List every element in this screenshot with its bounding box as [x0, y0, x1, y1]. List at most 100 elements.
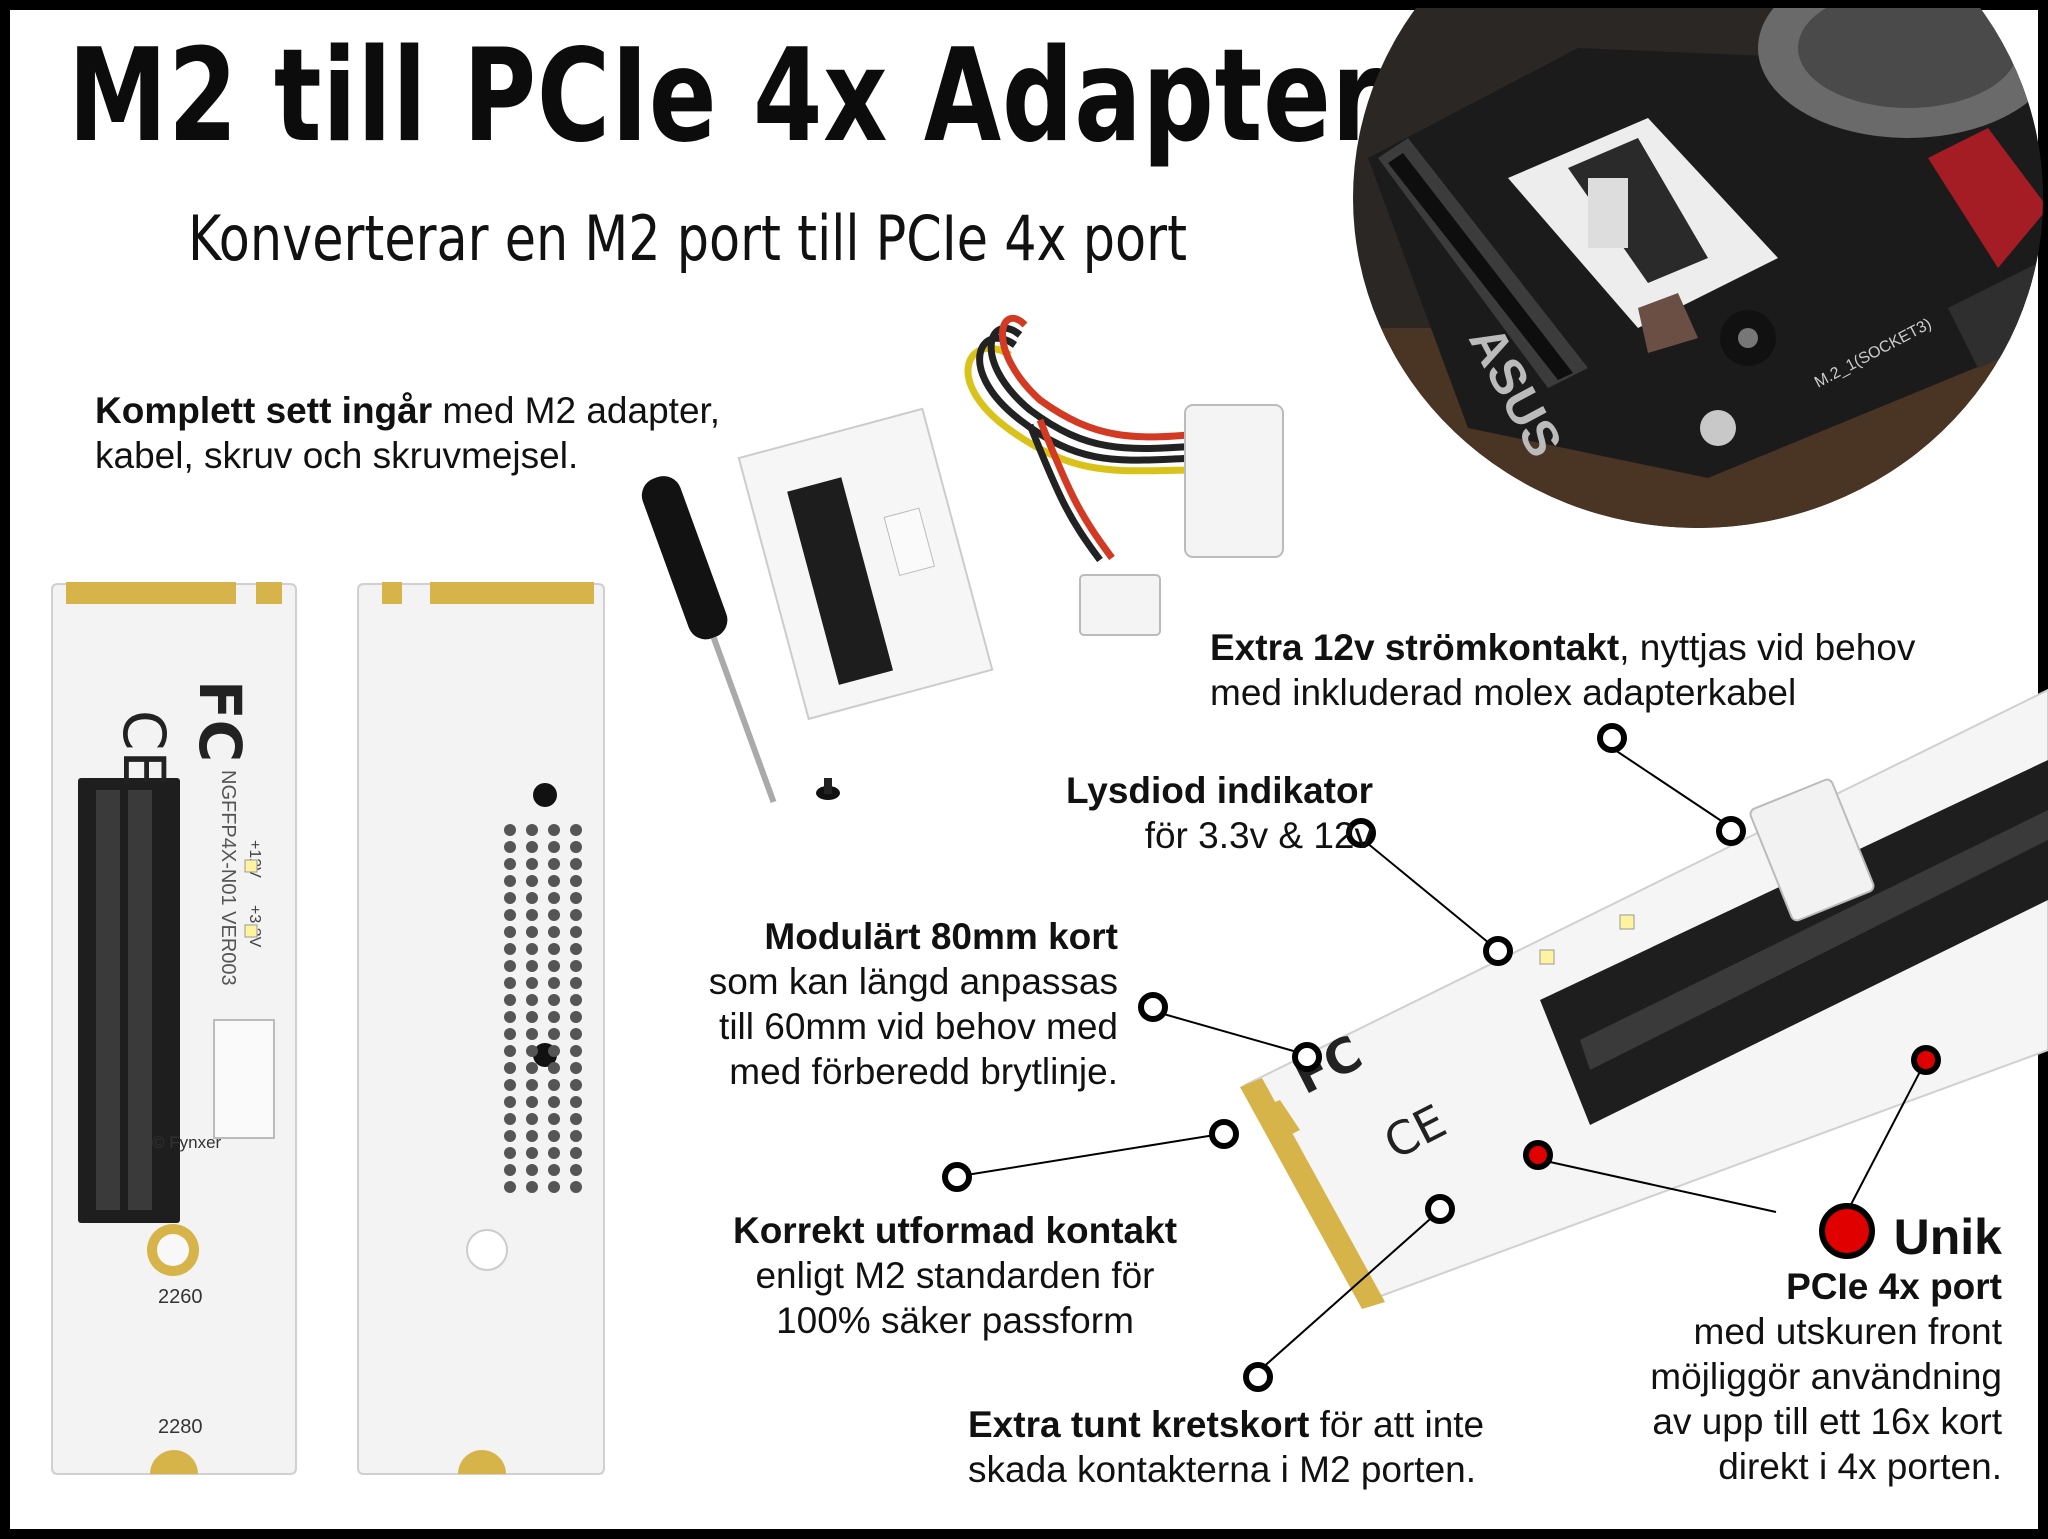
- label-2260: 2260: [158, 1286, 203, 1308]
- via-dot: [504, 1113, 516, 1125]
- callout-power-rest: , nyttjas vid behov: [1619, 627, 1916, 668]
- via-dot: [570, 892, 582, 904]
- via-dot: [526, 1045, 538, 1057]
- via-dot: [570, 1011, 582, 1023]
- via-dot: [526, 1028, 538, 1040]
- via-dot: [548, 909, 560, 921]
- callout-unique-bold: PCIe 4x port: [1786, 1266, 2002, 1307]
- via-dot: [526, 1181, 538, 1193]
- via-dot: [570, 1181, 582, 1193]
- via-dot: [548, 1028, 560, 1040]
- leader-lines: [959, 747, 1926, 1371]
- callout-thin-rest: för att inte: [1309, 1404, 1485, 1445]
- callout-unique-line4: av upp till ett 16x kort: [1652, 1401, 2002, 1442]
- via-dot: [526, 892, 538, 904]
- copyright: © Fynxer: [152, 1133, 222, 1152]
- callout-modular-line2: som kan längd anpassas: [708, 961, 1118, 1002]
- via-dot: [548, 824, 560, 836]
- via-dot: [504, 1062, 516, 1074]
- callout-thin: Extra tunt kretskort för att inte skada …: [968, 1402, 1484, 1492]
- via-dot: [570, 994, 582, 1006]
- callout-contact-bold: Korrekt utformad kontakt: [732, 1210, 1178, 1251]
- callout-kit: Komplett sett ingår med M2 adapter, kabe…: [95, 388, 720, 478]
- screwdriver: [641, 476, 777, 804]
- callout-contact-line2: enligt M2 standarden för: [755, 1255, 1155, 1296]
- label-2280: 2280: [158, 1416, 203, 1438]
- via-dot: [570, 1113, 582, 1125]
- kit-items: [641, 315, 1284, 804]
- callout-power-line2: med inkluderad molex adapterkabel: [1210, 672, 1797, 713]
- via-dot: [526, 909, 538, 921]
- callout-unique-head: Unik: [1893, 1209, 2002, 1265]
- via-dot: [548, 875, 560, 887]
- via-dot: [504, 892, 516, 904]
- callout-kit-line2: kabel, skruv och skruvmejsel.: [95, 435, 579, 476]
- via-dot: [548, 994, 560, 1006]
- via-dot: [526, 994, 538, 1006]
- via-dot: [570, 1045, 582, 1057]
- via-dot: [548, 1181, 560, 1193]
- via-dot: [526, 1164, 538, 1176]
- via-dot: [570, 943, 582, 955]
- markers: [942, 723, 1941, 1392]
- via-dot: [548, 892, 560, 904]
- callout-led-bold: Lysdiod indikator: [1066, 770, 1373, 811]
- via-dot: [570, 1079, 582, 1091]
- via-dot: [570, 909, 582, 921]
- callout-unique-line3: möjliggör användning: [1650, 1356, 2002, 1397]
- via-dot: [570, 841, 582, 853]
- via-dot: [548, 841, 560, 853]
- via-dot: [504, 960, 516, 972]
- via-dot: [504, 1147, 516, 1159]
- svg-text:FC: FC: [186, 680, 254, 762]
- via-dot: [504, 926, 516, 938]
- via-dot: [548, 1045, 560, 1057]
- callout-thin-line2: skada kontakterna i M2 porten.: [968, 1449, 1477, 1490]
- via-dot: [504, 1028, 516, 1040]
- callout-kit-bold: Komplett sett ingår: [95, 390, 433, 431]
- molex-plug: [1184, 404, 1284, 558]
- callout-contact-line3: 100% säker passform: [776, 1300, 1134, 1341]
- via-dot: [504, 1011, 516, 1023]
- via-dot: [548, 1113, 560, 1125]
- via-dot: [504, 994, 516, 1006]
- adapter-card: [737, 407, 994, 721]
- via-dot: [526, 1113, 538, 1125]
- svg-text:CE: CE: [110, 710, 178, 787]
- callout-modular-line3: till 60mm vid behov med: [719, 1006, 1118, 1047]
- callout-modular-bold: Modulärt 80mm kort: [764, 916, 1118, 957]
- via-dot: [526, 858, 538, 870]
- via-dot: [526, 1096, 538, 1108]
- via-dot: [548, 943, 560, 955]
- via-dot: [526, 841, 538, 853]
- callout-modular: Modulärt 80mm kort som kan längd anpassa…: [709, 914, 1118, 1094]
- via-dot: [548, 1164, 560, 1176]
- callout-power-bold: Extra 12v strömkontakt: [1210, 627, 1620, 668]
- via-dot: [526, 824, 538, 836]
- pcb-model-text: NGFFP4X-N01 VER003: [217, 770, 239, 986]
- via-dot: [504, 1181, 516, 1193]
- via-dot: [570, 1096, 582, 1108]
- via-dot: [548, 1147, 560, 1159]
- callout-kit-rest: med M2 adapter,: [432, 390, 721, 431]
- via-dot: [570, 824, 582, 836]
- via-dot: [570, 875, 582, 887]
- via-dot: [526, 875, 538, 887]
- molex-cable: [964, 315, 1201, 563]
- via-dot: [548, 1079, 560, 1091]
- via-dot: [504, 943, 516, 955]
- via-dot: [504, 1164, 516, 1176]
- via-dot: [548, 1011, 560, 1023]
- card-front: CE FC NGFFP4X-N01 VER003 +12V +3.3V: [51, 582, 297, 1475]
- page-subtitle: Konverterar en M2 port till PCIe 4x port: [188, 202, 1188, 275]
- via-dot: [570, 1028, 582, 1040]
- callout-modular-line4: med förberedd brytlinje.: [729, 1051, 1118, 1092]
- callout-unique: Unik PCIe 4x port med utskuren front möj…: [1650, 1212, 2002, 1489]
- via-dot: [504, 1096, 516, 1108]
- via-dot: [548, 1062, 560, 1074]
- callout-led-line2: för 3.3v & 12v: [1144, 815, 1373, 856]
- callout-led: Lysdiod indikator för 3.3v & 12v: [1066, 768, 1373, 858]
- callout-thin-bold: Extra tunt kretskort: [968, 1404, 1310, 1445]
- via-dot: [570, 1062, 582, 1074]
